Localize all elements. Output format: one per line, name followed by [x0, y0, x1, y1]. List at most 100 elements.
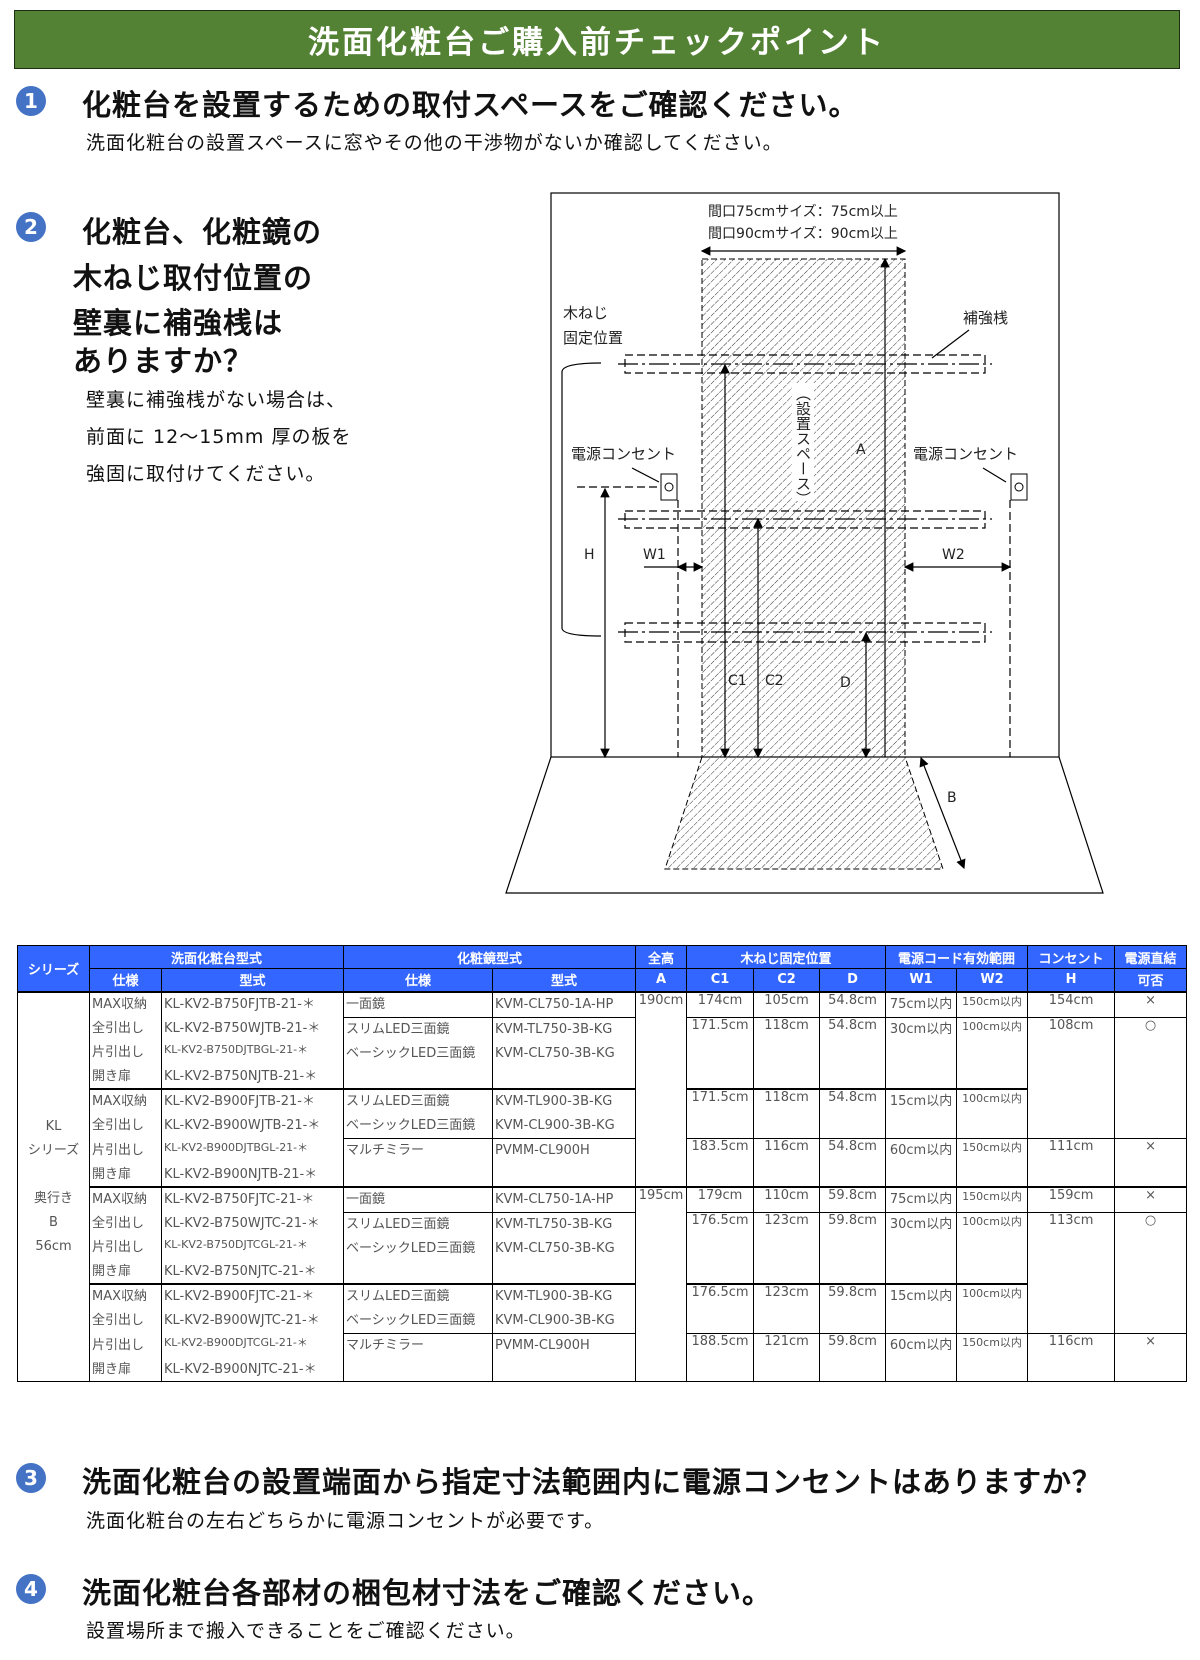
header-outlet: コンセント: [1027, 945, 1116, 969]
header-total-height: 全高: [635, 945, 688, 969]
outlet-height-h: 111cm: [1027, 1138, 1116, 1187]
outlet-height-h: 108cm: [1027, 1016, 1116, 1139]
mirror-model-line: KVM-CL750-3B-KG: [495, 1240, 615, 1256]
vanity-model: KL-KV2-B900WJTB-21-＊: [160, 1113, 345, 1139]
step-2-heading-line-3: 壁裏に補強桟は: [73, 306, 284, 340]
total-height-a: 190cm: [635, 990, 688, 1187]
series-label: B: [49, 1214, 58, 1230]
mirror-spec-line: スリムLED三面鏡: [346, 1094, 450, 1109]
screw-label-2: 固定位置: [563, 329, 623, 347]
cord-w2: 150cm以内: [956, 1138, 1029, 1187]
series-label: 奥行き: [33, 1190, 73, 1206]
mirror-spec-line: マルチミラー: [346, 1143, 425, 1158]
screw-label-1: 木ねじ: [563, 304, 608, 322]
screw-c2: 123cm: [753, 1283, 821, 1334]
mirror-spec-line: スリムLED三面鏡: [346, 1021, 450, 1037]
vanity-spec: MAX収納: [89, 1185, 162, 1212]
vanity-spec: 開き扉: [89, 1357, 162, 1382]
dim-w1-label: W1: [643, 547, 666, 563]
mirror-model-line: KVM-TL900-3B-KG: [495, 1289, 613, 1304]
screw-c1: 183.5cm: [686, 1138, 755, 1187]
mirror-spec: スリムLED三面鏡ベーシックLED三面鏡: [343, 1088, 494, 1139]
step-1-heading: 化粧台を設置するための取付スペースをご確認ください。: [82, 88, 859, 122]
screw-d: 59.8cm: [819, 1283, 887, 1334]
mirror-spec: 一面鏡: [343, 1185, 494, 1213]
screw-c2: 116cm: [753, 1138, 821, 1187]
mirror-spec: マルチミラー: [343, 1333, 494, 1382]
outlet-left-icon: [660, 473, 678, 501]
mirror-model-line: KVM-CL900-3B-KG: [495, 1118, 615, 1133]
outlet-height-h: 154cm: [1027, 990, 1116, 1018]
install-space-label: （設置スペース）: [794, 386, 812, 506]
dim-b-label: B: [947, 790, 957, 806]
mirror-model-line: KVM-TL750-3B-KG: [495, 1216, 613, 1232]
vanity-model: KL-KV2-B900NJTB-21-＊: [160, 1162, 345, 1187]
screw-d: 54.8cm: [819, 1088, 887, 1139]
mirror-model: PVMM-CL900H: [492, 1138, 637, 1187]
header-c2: C2: [753, 968, 821, 992]
step-4-badge: 4: [16, 1574, 46, 1604]
outlet-height-h: 113cm: [1027, 1211, 1116, 1334]
mirror-spec-line: スリムLED三面鏡: [346, 1289, 450, 1304]
mirror-spec-line: マルチミラー: [346, 1338, 425, 1353]
series-label: 56cm: [35, 1238, 72, 1254]
cord-w2: 150cm以内: [956, 1333, 1029, 1382]
cord-w2: 100cm以内: [956, 1088, 1029, 1139]
header-mirror-model: 型式: [492, 968, 637, 992]
mirror-spec-line: ベーシックLED三面鏡: [346, 1313, 476, 1328]
cord-w1: 30cm以内: [885, 1211, 958, 1285]
screw-d: 54.8cm: [819, 1016, 887, 1090]
vanity-spec: 片引出し: [89, 1333, 162, 1358]
header-w2: W2: [956, 968, 1029, 992]
step-3-body: 洗面化粧台の左右どちらかに電源コンセントが必要です。: [86, 1510, 605, 1532]
vanity-spec: MAX収納: [89, 990, 162, 1017]
vanity-spec: 片引出し: [89, 1138, 162, 1163]
vanity-model: KL-KV2-B900DJTCGL-21-＊: [160, 1333, 345, 1358]
cord-w1: 30cm以内: [885, 1016, 958, 1090]
series-label: KL: [45, 1118, 62, 1134]
cord-w2: 150cm以内: [956, 1185, 1029, 1213]
vanity-spec: MAX収納: [89, 1088, 162, 1114]
mirror-model-line: KVM-TL900-3B-KG: [495, 1094, 613, 1109]
step-4-heading: 洗面化粧台各部材の梱包材寸法をご確認ください。: [82, 1576, 773, 1610]
step-1-body: 洗面化粧台の設置スペースに窓やその他の干渉物がないか確認してください。: [86, 132, 783, 154]
screw-c2: 110cm: [753, 1185, 821, 1213]
series-label: シリーズ: [27, 1142, 80, 1158]
screw-c2: 118cm: [753, 1088, 821, 1139]
header-w1: W1: [885, 968, 958, 992]
mirror-model: KVM-CL750-1A-HP: [492, 1185, 637, 1213]
outlet-height-h: 159cm: [1027, 1185, 1116, 1213]
screw-c1: 171.5cm: [686, 1016, 755, 1090]
header-c1: C1: [686, 968, 755, 992]
step-2-body-line-1: 壁裏に補強桟がない場合は、: [86, 389, 347, 411]
width-note-90: 間口90cmサイズ：90cm以上: [708, 226, 898, 242]
step-2-heading-line-1: 化粧台、化粧鏡の: [82, 215, 323, 249]
header-series: シリーズ: [17, 945, 90, 992]
mirror-spec-line: ベーシックLED三面鏡: [346, 1045, 476, 1061]
cord-w1: 75cm以内: [885, 990, 958, 1018]
outlet-right-icon: [1010, 473, 1028, 501]
screw-c1: 176.5cm: [686, 1211, 755, 1285]
mirror-model-line: KVM-CL900-3B-KG: [495, 1313, 615, 1328]
mirror-spec-line: ベーシックLED三面鏡: [346, 1118, 476, 1133]
step-2-heading-line-4: ありますか？: [73, 344, 254, 378]
direct-connection: ×: [1114, 990, 1188, 1018]
vanity-spec: 開き扉: [89, 1065, 162, 1090]
mirror-spec: スリムLED三面鏡ベーシックLED三面鏡: [343, 1016, 494, 1090]
screw-c1: 179cm: [686, 1185, 755, 1213]
direct-connection: ×: [1114, 1185, 1188, 1213]
mirror-model: KVM-TL900-3B-KG KVM-CL900-3B-KG: [492, 1088, 637, 1139]
vanity-spec: 全引出し: [89, 1017, 162, 1041]
vanity-spec: MAX収納: [89, 1283, 162, 1309]
cord-w2: 100cm以内: [956, 1283, 1029, 1334]
screw-c2: 121cm: [753, 1333, 821, 1382]
series-cell: KL シリーズ奥行き B 56cm: [17, 990, 90, 1382]
vanity-spec: 開き扉: [89, 1260, 162, 1285]
